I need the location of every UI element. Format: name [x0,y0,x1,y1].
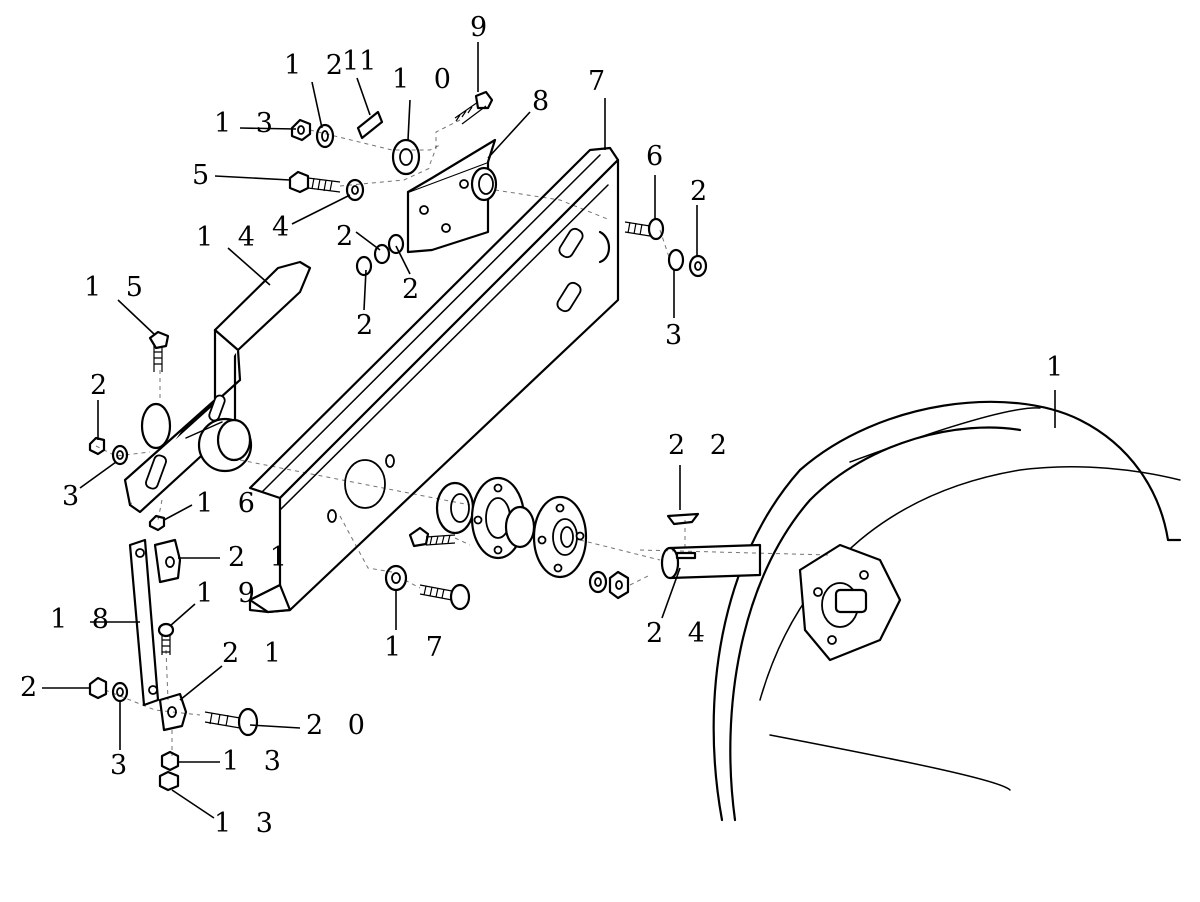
leader-lines [42,42,1056,819]
callout-3-left-lower: 3 [110,750,135,781]
callout-13-lower: 1 3 [222,746,289,777]
callout-19: 1 9 [196,578,263,609]
callout-4: 4 [272,212,297,243]
callout-24: 2 4 [646,618,713,649]
callout-2-middle-bottom: 2 [356,310,381,341]
callout-8: 8 [532,86,557,117]
callout-17: 1 7 [384,632,451,663]
callout-3-left-upper: 3 [62,481,87,512]
callout-9: 9 [470,12,495,43]
callout-15: 1 5 [84,272,151,303]
callout-labels: 1 2 2 2 2 2 2 3 3 3 4 5 6 7 8 9 1 0 11 1… [20,12,1071,839]
drive-shaft [660,543,762,580]
callout-20: 2 0 [306,710,373,741]
upper-bracket [406,138,498,254]
callout-10: 1 0 [392,64,459,95]
beam-bolt [384,564,471,611]
main-beam [248,146,620,614]
assembly-lines [95,119,831,756]
callout-1: 1 [1046,352,1071,383]
callout-12: 1 2 [284,50,351,81]
callout-22: 2 2 [668,430,735,461]
adjusting-plate [123,260,312,514]
callout-14: 1 4 [196,222,263,253]
callout-11: 11 [342,46,376,77]
bearing-assembly [435,476,630,600]
callout-16: 1 6 [196,488,263,519]
callout-13-bottom: 1 3 [214,808,281,839]
callout-2-left-upper: 2 [90,370,115,401]
callout-21-upper: 2 1 [228,542,295,573]
callout-3-right: 3 [665,320,690,351]
callout-6: 6 [646,141,671,172]
bearing-bolt [408,526,456,548]
callout-2-left-lower: 2 [20,672,45,703]
callout-5: 5 [192,160,217,191]
callout-2-right: 2 [690,176,715,207]
callout-7: 7 [588,66,613,97]
link-arm-assembly [88,538,259,792]
callout-2-middle-right: 2 [402,274,427,305]
rotor-housing [712,400,1182,822]
callout-18: 1 8 [50,604,117,635]
callout-13-top: 1 3 [214,108,281,139]
callout-2-middle-left: 2 [336,221,361,252]
shaft-key [666,512,700,526]
callout-21-lower: 2 1 [222,638,289,669]
